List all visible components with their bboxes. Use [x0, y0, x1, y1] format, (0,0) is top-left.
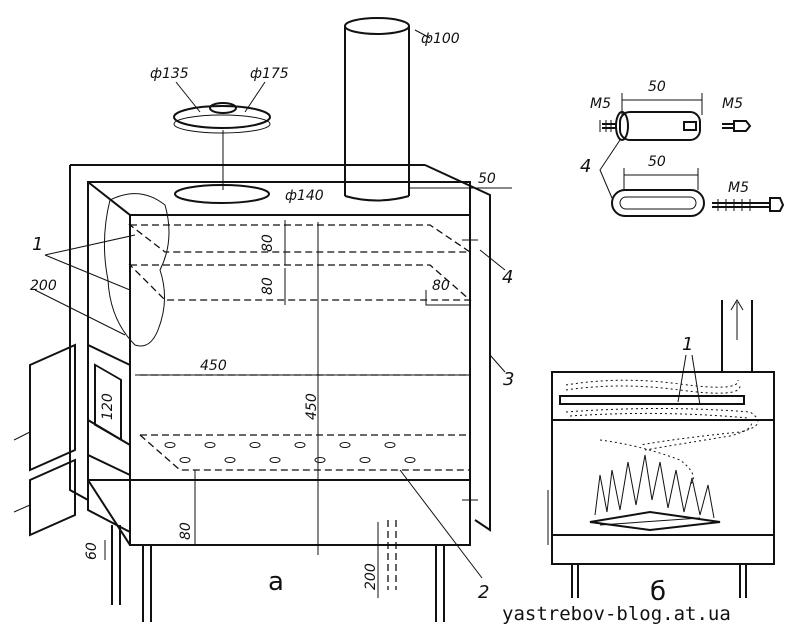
body-width-label: 450	[200, 358, 227, 374]
dimension-lines	[104, 187, 512, 598]
upper-gap-b-label: 80	[260, 277, 276, 295]
bolt-length-b-label: 50	[648, 154, 666, 170]
shelf-depth-label: 200	[30, 278, 57, 294]
callout-part-4-main: 4	[502, 267, 513, 288]
grate-holes	[164, 442, 416, 463]
stove-top-edge	[87, 181, 470, 216]
stove-bottom-edge	[87, 479, 131, 546]
chimney-diameter-label: ф100	[421, 31, 460, 47]
bolt-length-a-label: 50	[648, 79, 666, 95]
grate-height-label: 80	[178, 522, 194, 540]
chimney	[344, 17, 410, 202]
smoke-flow-outline	[103, 193, 170, 347]
mount-bolts	[462, 239, 478, 501]
screw-m5-c-label: M5	[728, 180, 749, 196]
screw-m5-b-label: M5	[722, 96, 743, 112]
main-view-label: а	[268, 567, 284, 597]
callout-part-1-section: 1	[682, 334, 693, 355]
leg-height-label: 200	[363, 563, 379, 590]
leg-offset-label: 60	[84, 542, 100, 560]
bolt-detail: M5 M5 M5 50 50 4	[580, 79, 785, 217]
door-height-label: 120	[100, 393, 116, 420]
back-plate-left	[69, 165, 89, 501]
main-stove-view: ф100 ф135 ф175 ф140 50 80 80 80 200 450 …	[13, 17, 514, 622]
lower-baffle	[128, 264, 472, 301]
back-plate-right	[424, 164, 491, 532]
top-hole-diameter-label: ф140	[285, 188, 324, 204]
firebox-door	[13, 343, 131, 472]
callout-part-2: 2	[478, 582, 489, 603]
section-view-label: б	[650, 577, 666, 607]
body-height-label: 450	[304, 393, 320, 420]
leader-lines	[34, 29, 506, 579]
upper-baffle	[128, 224, 473, 253]
callout-part-1: 1	[32, 234, 43, 255]
section-view: 1 б	[547, 299, 775, 607]
watermark: yastrebov-blog.at.ua	[502, 603, 731, 625]
callout-part-3: 3	[503, 369, 514, 390]
baffle-offset-label: 80	[432, 278, 450, 294]
grate-outline	[139, 434, 470, 471]
callout-part-4-detail: 4	[580, 156, 591, 177]
upper-gap-a-label: 80	[260, 234, 276, 252]
side-gap-label: 50	[478, 171, 496, 187]
lid-outer-diameter-label: ф175	[250, 66, 289, 82]
top-hole	[174, 184, 270, 204]
lid	[173, 102, 271, 190]
legs	[111, 520, 445, 622]
lid-inner-diameter-label: ф135	[150, 66, 189, 82]
screw-m5-a-label: M5	[590, 96, 611, 112]
ash-door	[13, 453, 131, 537]
